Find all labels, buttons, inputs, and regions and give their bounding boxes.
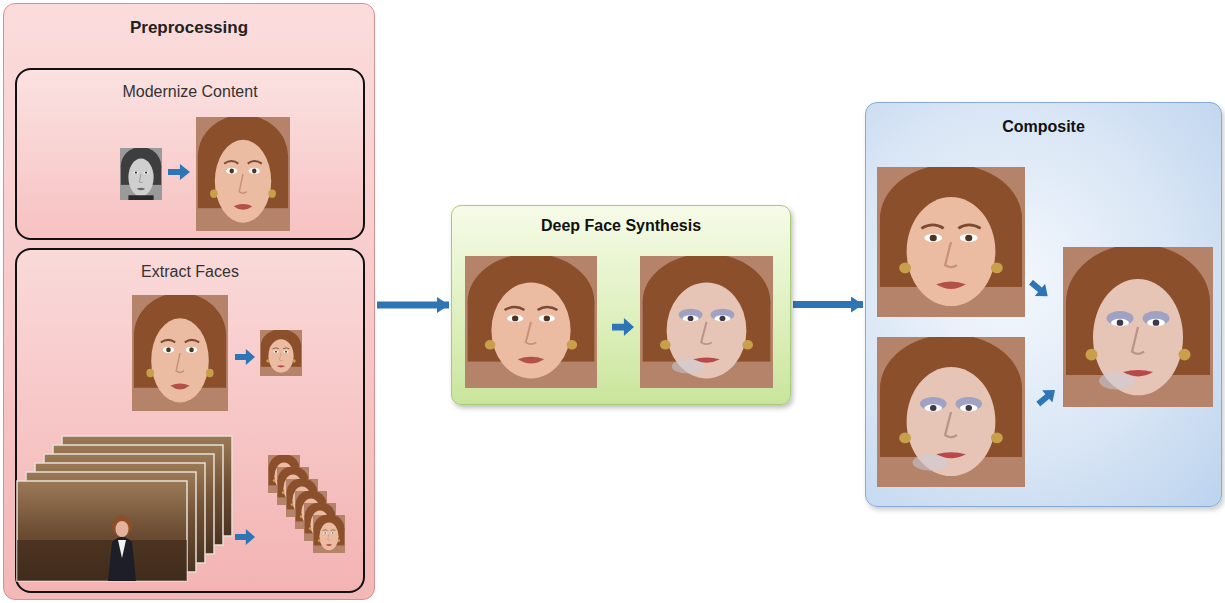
step-box: Extract Faces [15,248,365,593]
stage-panel: PreprocessingModernize ContentExtract Fa… [3,3,375,600]
step-arrow [612,318,634,336]
portrait-photo [132,293,228,411]
flow-arrow [377,302,449,309]
stage-panel: Composite [865,102,1222,507]
step-arrow [235,529,255,545]
panel-title: Preprocessing [130,18,248,38]
source-face [877,164,1025,317]
step-arrow [235,349,255,365]
synthesized-face [640,254,773,388]
panel-title: Extract Faces [141,262,239,281]
composite-face [1063,244,1213,407]
synthesized-face [877,334,1025,487]
panel-title: Deep Face Synthesis [541,216,701,235]
modern-photo [196,115,290,231]
flow-arrow [793,301,863,308]
step-box: Modernize Content [15,68,365,240]
panel-title: Composite [1002,117,1085,136]
video-frames [17,436,232,581]
source-face [465,254,597,388]
old-photo [120,147,162,200]
step-arrow [168,164,190,180]
merge-arrow [1026,276,1053,302]
merge-arrow [1033,384,1060,410]
face-crop-stack [268,454,345,553]
face-crop [260,329,302,376]
panel-title: Modernize Content [122,82,257,101]
stage-panel: Deep Face Synthesis [451,205,791,405]
